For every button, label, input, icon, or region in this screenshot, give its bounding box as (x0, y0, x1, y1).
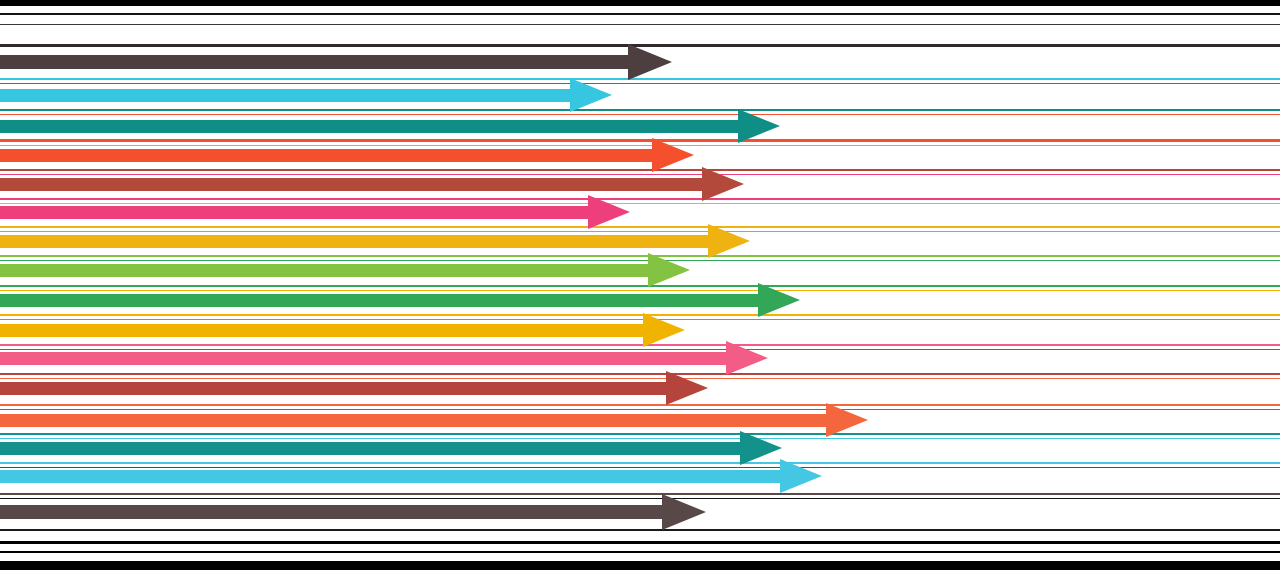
arrow-shaft (0, 205, 590, 219)
streak-line (0, 314, 1280, 316)
streak-line (0, 109, 1280, 111)
streak-line (0, 467, 1280, 468)
arrow-head-icon (702, 167, 744, 201)
arrow-head-icon (826, 403, 868, 437)
streak-line (0, 203, 1280, 204)
arrow-shaft (0, 263, 650, 277)
streak-line (0, 114, 1280, 115)
streak-line (0, 433, 1280, 435)
arrow-head-icon (652, 138, 694, 172)
streak-line (0, 169, 1280, 171)
arrow-head-icon (570, 78, 612, 112)
streak-line (0, 373, 1280, 375)
streak-line (0, 319, 1280, 320)
arrow-shaft (0, 469, 782, 483)
arrow-shaft (0, 381, 668, 395)
streak-line (0, 344, 1280, 346)
streak-line (0, 551, 1280, 553)
streak-line (0, 462, 1280, 464)
streak-line (0, 198, 1280, 200)
arrow-head-icon (740, 431, 782, 465)
streak-line (0, 255, 1280, 257)
arrow-head-icon (666, 371, 708, 405)
streak-line (0, 409, 1280, 410)
arrow-shaft (0, 55, 630, 69)
streak-line (0, 139, 1280, 142)
arrow-shaft (0, 119, 740, 133)
arrow-head-icon (708, 224, 750, 258)
streak-line (0, 145, 1280, 146)
streak-line (0, 349, 1280, 350)
streak-line (0, 438, 1280, 439)
streak-line (0, 83, 1280, 84)
arrow-head-icon (738, 109, 780, 143)
arrow-shaft (0, 505, 664, 519)
arrow-head-icon (758, 283, 800, 317)
arrow-shaft (0, 177, 704, 191)
arrow-shaft (0, 88, 572, 102)
streak-line (0, 404, 1280, 406)
arrow-shaft (0, 293, 760, 307)
arrow-head-icon (628, 44, 672, 80)
streak-line (0, 290, 1280, 291)
streak-line (0, 0, 1280, 6)
arrow-head-icon (662, 494, 706, 530)
streak-line (0, 493, 1280, 495)
arrow-head-icon (726, 341, 768, 375)
arrow-head-icon (780, 459, 822, 493)
arrow-head-icon (648, 253, 690, 287)
streak-line (0, 498, 1280, 499)
arrow-shaft (0, 234, 710, 248)
streak-line (0, 541, 1280, 544)
arrow-head-icon (588, 195, 630, 229)
streak-line (0, 561, 1280, 570)
streak-line (0, 226, 1280, 228)
streak-line (0, 24, 1280, 25)
arrow-shaft (0, 323, 645, 337)
arrow-shaft (0, 351, 728, 365)
arrow-shaft (0, 148, 654, 162)
arrow-shaft (0, 441, 742, 455)
streak-line (0, 13, 1280, 15)
streak-line (0, 174, 1280, 175)
streak-line (0, 529, 1280, 531)
arrow-head-icon (643, 313, 685, 347)
streak-line (0, 285, 1280, 287)
streak-line (0, 378, 1280, 379)
streak-line (0, 231, 1280, 232)
arrow-shaft (0, 413, 828, 427)
streak-line (0, 260, 1280, 261)
